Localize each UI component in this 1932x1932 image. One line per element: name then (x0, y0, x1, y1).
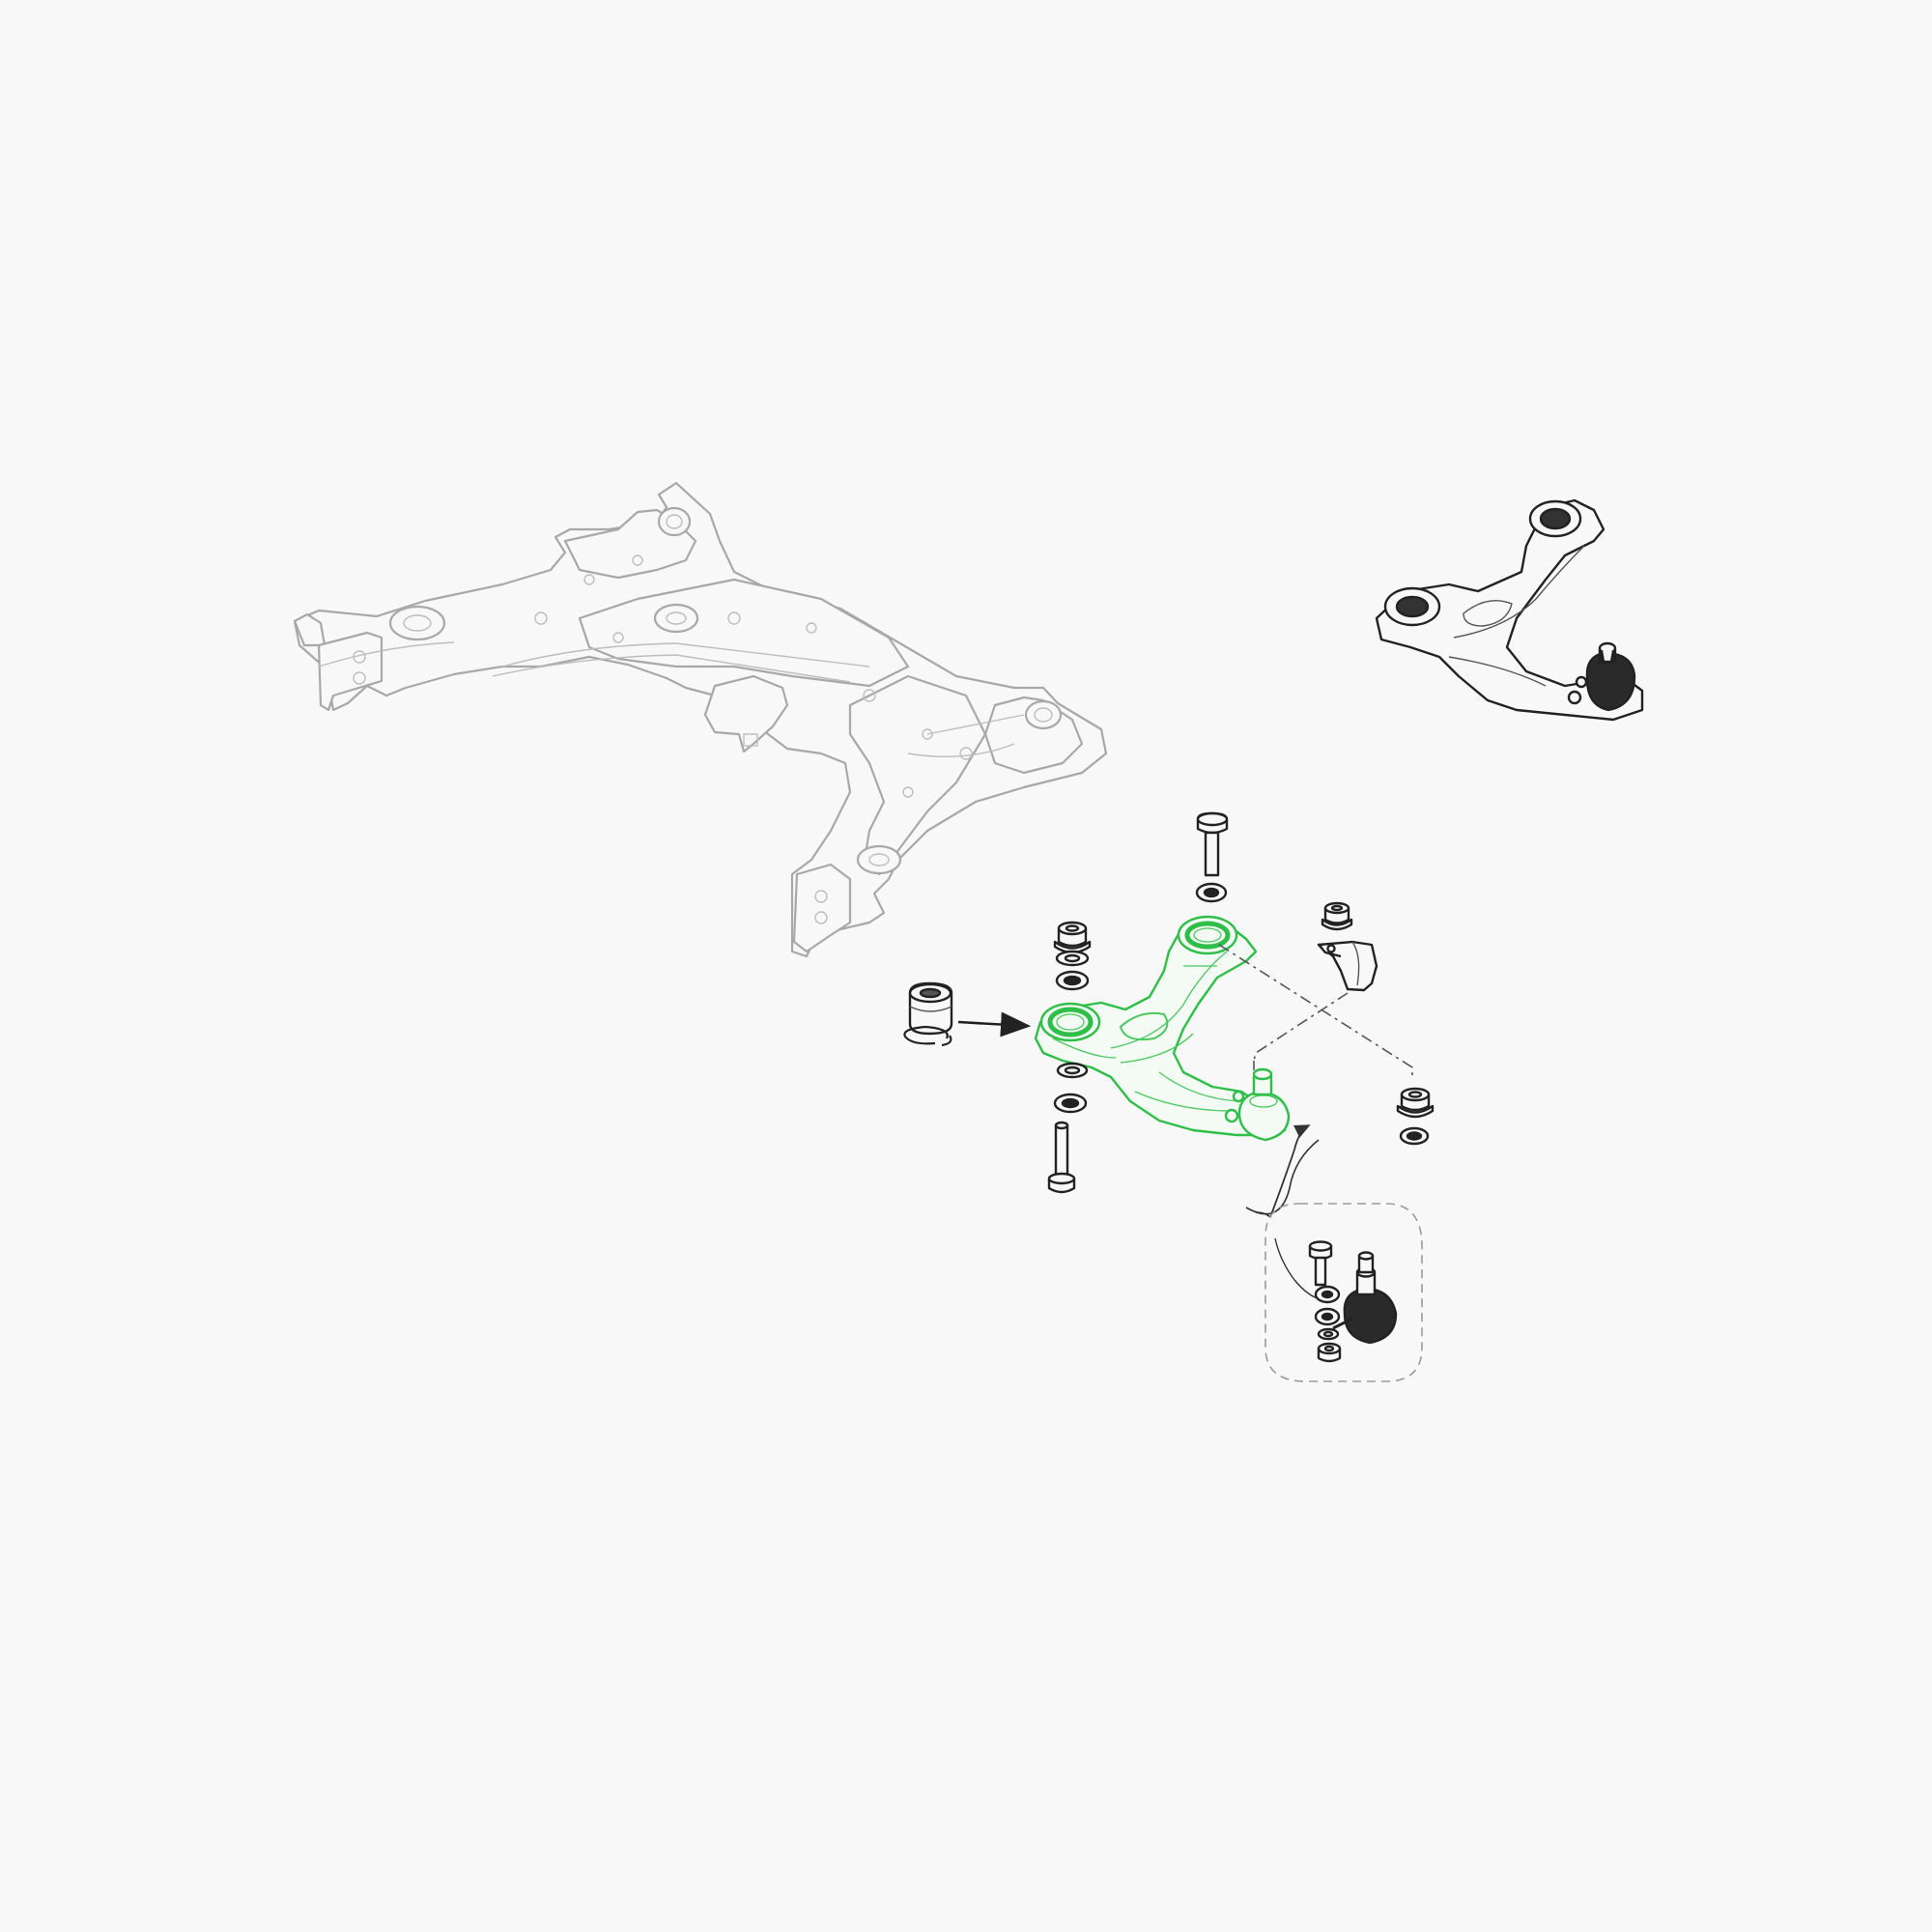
front-washer-1 (1055, 950, 1090, 967)
front-washer-4 (1053, 1093, 1088, 1114)
ball-joint-washer-1 (1314, 1285, 1341, 1304)
circlip (903, 1025, 952, 1047)
ball-joint (1332, 1251, 1398, 1345)
lower-control-arm (1034, 915, 1291, 1142)
assembly-leader-lines (1218, 944, 1413, 1080)
front-subframe (293, 481, 1108, 958)
bushing (908, 981, 953, 1036)
rear-bolt (1196, 811, 1229, 877)
front-nut-top (1053, 921, 1092, 954)
front-bolt (1047, 1121, 1076, 1194)
insert-arrow (957, 1011, 1032, 1037)
rear-nut (1396, 1087, 1435, 1119)
bracket (1317, 940, 1378, 992)
ball-joint-detail-callout (1264, 1203, 1423, 1382)
bracket-nut (1321, 901, 1353, 931)
control-arm-preview (1375, 498, 1644, 722)
front-washer-3 (1056, 1062, 1089, 1079)
rear-washer (1195, 882, 1228, 903)
ball-joint-nut (1317, 1342, 1342, 1363)
ball-joint-washer-2 (1314, 1307, 1341, 1326)
rear-nut-washer (1399, 1126, 1430, 1146)
front-washer-2 (1055, 970, 1090, 991)
ball-joint-bolt (1308, 1240, 1333, 1287)
ball-joint-washer-3 (1317, 1327, 1340, 1341)
